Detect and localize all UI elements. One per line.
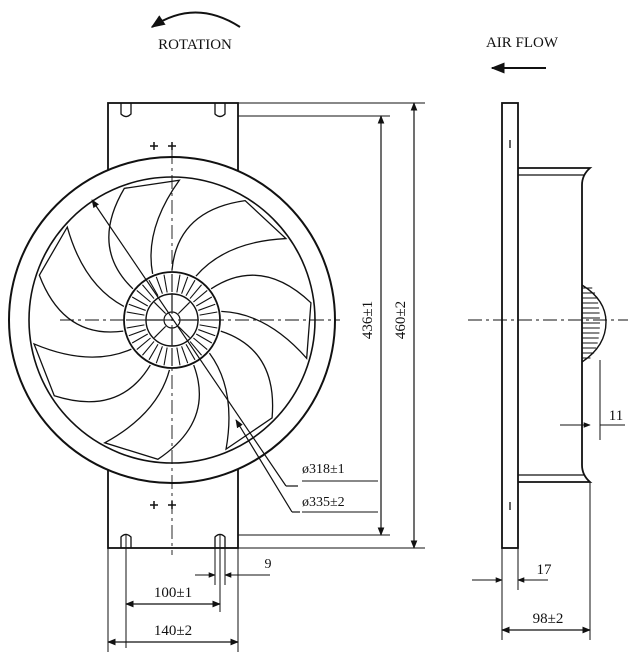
fan-blade	[108, 179, 181, 290]
hub-vent	[189, 341, 202, 356]
hub-vent	[148, 343, 159, 361]
hub-vent	[181, 276, 189, 294]
bottom-slot-left	[120, 533, 132, 548]
hub-vent	[155, 346, 163, 364]
bottom-dimensions: 9 100±1 140±2	[107, 535, 272, 652]
hub-spoke	[177, 325, 191, 339]
fan-blades	[32, 179, 312, 460]
hub-vent	[193, 337, 208, 350]
dim-hole-spacing: 100±1	[154, 585, 192, 601]
hub-vent	[176, 347, 181, 366]
dim-flange-thickness: 17	[537, 562, 553, 578]
fan-blade	[171, 199, 288, 277]
dim-dia-outer: ø335±2	[302, 495, 345, 510]
hub-spoke	[153, 325, 167, 339]
rotation-indicator: ROTATION	[150, 11, 241, 53]
fan-blade	[208, 330, 274, 451]
hub-vent	[163, 274, 168, 293]
bottom-slot-right	[214, 533, 226, 548]
front-view: ø318±1 ø335±2	[8, 102, 378, 555]
hub-vent	[136, 337, 151, 350]
air-flow-label: AIR FLOW	[486, 35, 559, 51]
height-dimensions: 436±1 460±2	[238, 102, 425, 549]
hub-vent	[163, 347, 168, 366]
hub-vent	[128, 329, 146, 337]
hub-vent	[131, 333, 149, 344]
hub-vent	[185, 343, 196, 361]
side-flange	[501, 102, 519, 549]
fan-blade	[38, 225, 125, 333]
fan-blade	[103, 364, 201, 460]
hub-vent	[131, 296, 149, 307]
side-view: 11 17 98±2	[468, 102, 628, 640]
top-rivets	[150, 142, 176, 150]
dim-side-offset: 11	[609, 408, 623, 424]
hub-spoke	[177, 301, 191, 315]
dim-slot-width: 9	[265, 557, 272, 572]
dim-depth: 98±2	[533, 611, 564, 627]
hub-vent	[198, 303, 216, 311]
hub-vent	[199, 311, 218, 316]
hub-vent	[142, 284, 155, 299]
fan-blade	[32, 342, 151, 403]
hub-vent	[189, 284, 202, 299]
hub-vent	[136, 290, 151, 303]
dim-height-outer: 460±2	[393, 301, 409, 339]
hub-vent	[176, 274, 181, 293]
hub-vent	[148, 279, 159, 297]
hub-vent	[155, 276, 163, 294]
air-flow-indicator: AIR FLOW	[486, 35, 559, 74]
hub-spoke	[153, 301, 167, 315]
hub-vent	[195, 333, 213, 344]
fan-blade	[210, 274, 312, 360]
hub-vent	[198, 329, 216, 337]
top-slot-right	[214, 103, 226, 118]
dim-dia-inner: ø318±1	[302, 462, 345, 477]
hub-vent	[181, 346, 189, 364]
hub-vent	[195, 296, 213, 307]
hub-vent	[128, 303, 146, 311]
hub-vent	[185, 279, 196, 297]
top-slot-left	[120, 103, 132, 118]
dim-height-inner: 436±1	[360, 301, 376, 339]
rotation-label: ROTATION	[158, 37, 232, 53]
hub-vent	[199, 324, 218, 329]
side-housing	[518, 167, 593, 483]
hub-vent	[142, 341, 155, 356]
hub-vent	[126, 311, 145, 316]
hub-vent	[193, 290, 208, 303]
dim-plate-width: 140±2	[154, 623, 192, 639]
hub-vent	[126, 324, 145, 329]
